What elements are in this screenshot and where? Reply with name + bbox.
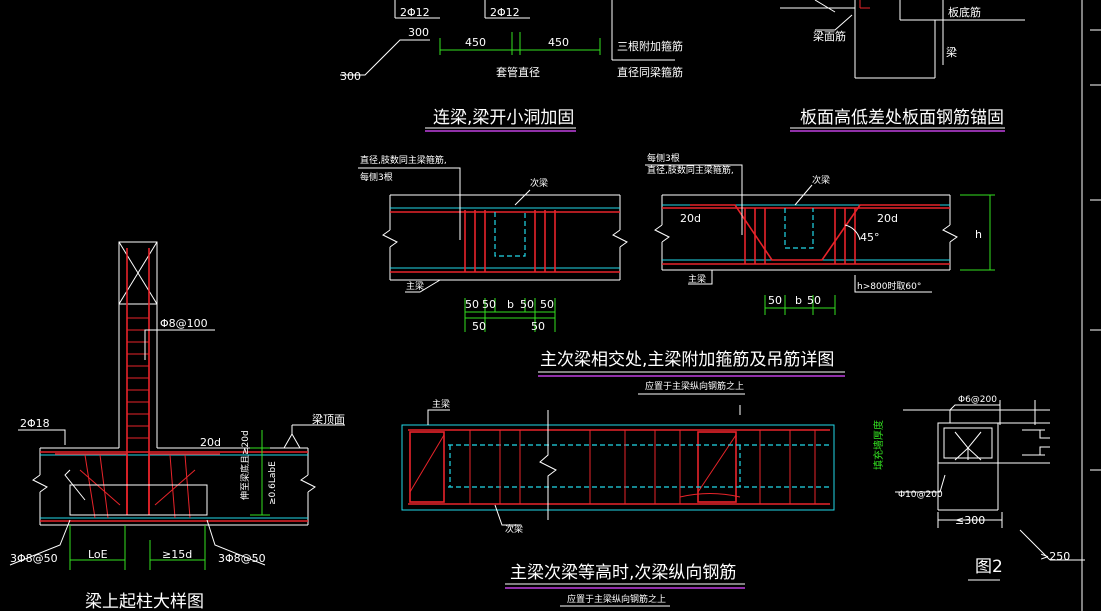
fig2-dim-250: >250: [1040, 550, 1070, 563]
label-slab-bottom: 板底筋: [948, 5, 981, 19]
dim-left-lower-2: 50: [531, 320, 545, 333]
column-bar-label: 2Φ18: [20, 417, 50, 430]
column-stirrup-label: Φ8@100: [160, 317, 208, 330]
fig2-stirrup-top: Φ6@200: [958, 395, 997, 405]
detail-fig2: Φ6@200 填充墙厚度 Φ10@200 ≤300 >250 图2: [872, 395, 1085, 581]
fig2-fill-note: 填充墙厚度: [872, 420, 885, 470]
bar-label-a: 2Φ12: [400, 6, 430, 19]
dim-left-3: 50: [520, 298, 534, 311]
dim-left-1: 50: [465, 298, 479, 311]
angle-45: 45°: [860, 231, 880, 244]
label-secondary-beam-c: 次梁: [505, 523, 523, 535]
dim-left-4: 50: [540, 298, 554, 311]
label-main-beam-b: 主梁: [688, 273, 706, 285]
dim-left-2: 50: [482, 298, 496, 311]
column-vert-note2: ≥0.6LabE: [268, 461, 278, 505]
label-beam-bar: 梁面筋: [813, 29, 846, 43]
title-fig2: 图2: [975, 557, 1003, 577]
anchor-20d-left: 20d: [680, 212, 701, 225]
dim-left-b: b: [507, 298, 514, 311]
detail-intersection-hanger: 45° 20d 20d 每侧3根 直径,肢数同主梁箍筋, 次梁 h 主梁 h>8…: [538, 152, 995, 395]
beam-top-label: 梁顶面: [312, 412, 345, 426]
title-column-on-beam: 梁上起柱大样图: [85, 592, 204, 611]
title-equal-height: 主梁次梁等高时,次梁纵向钢筋: [510, 563, 736, 583]
dim-300-b: 300: [340, 70, 361, 83]
title-intersection: 主次梁相交处,主梁附加箍筋及吊筋详图: [540, 350, 834, 370]
dim-450-b: 450: [548, 36, 569, 49]
column-anchor-20d: 20d: [200, 436, 221, 449]
three-stirrups-note: 三根附加箍筋: [617, 39, 683, 53]
note-h-over-800: h>800时取60°: [857, 280, 921, 292]
subtitle-equal-height: 应置于主梁纵向钢筋之上: [567, 593, 666, 605]
note-three-each-side-b: 每侧3根: [647, 152, 680, 164]
dim-loe: LoE: [88, 548, 108, 561]
detail-slab-step: 板底筋 梁面筋 梁 板面高低差处板面钢筋锚固: [780, 0, 1025, 132]
fig2-dim-300: ≤300: [955, 514, 985, 527]
note-same-as-main-b: 直径,肢数同主梁箍筋,: [647, 164, 734, 176]
note-same-as-main: 直径,肢数同主梁箍筋,: [360, 154, 447, 166]
stirrup-left-label: 3Φ8@50: [10, 552, 58, 565]
dim-15d: ≥15d: [162, 548, 192, 561]
label-secondary-beam-a: 次梁: [530, 177, 548, 189]
detail-beam-hole: 2Φ12 2Φ12 300 300 450 450 套管直径 三根附加箍筋 直径…: [340, 0, 683, 132]
column-vert-note: 伸至梁底且≥20d: [239, 430, 251, 500]
anchor-20d-right: 20d: [877, 212, 898, 225]
bar-label-b: 2Φ12: [490, 6, 520, 19]
title-beam-hole: 连梁,梁开小洞加固: [433, 108, 574, 128]
dim-450-a: 450: [465, 36, 486, 49]
label-main-beam-a: 主梁: [406, 280, 424, 292]
dim-right-1: 50: [768, 294, 782, 307]
dim-h: h: [975, 228, 982, 241]
detail-column-on-beam: Φ8@100 2Φ18 20d 梁顶面 伸至梁底且≥20d: [9, 241, 345, 611]
dim-right-b: b: [795, 294, 802, 307]
label-main-beam-c: 主梁: [432, 398, 450, 410]
fig2-stirrup-bottom: Φ10@200: [898, 490, 943, 500]
same-dia-note: 直径同梁箍筋: [617, 65, 683, 79]
dim-300-a: 300: [408, 26, 429, 39]
detail-equal-height: 主梁 次梁 主梁次梁等高时,次梁纵向钢筋 应置于主梁纵向钢筋之上: [401, 398, 835, 607]
label-beam: 梁: [946, 45, 957, 59]
dim-left-lower-1: 50: [472, 320, 486, 333]
label-secondary-beam-b: 次梁: [812, 174, 830, 186]
drawing-frame-right: [1081, 0, 1101, 611]
sleeve-diameter: 套管直径: [496, 65, 540, 79]
note-three-each-side: 每侧3根: [360, 171, 393, 183]
dim-right-2: 50: [807, 294, 821, 307]
title-slab-step: 板面高低差处板面钢筋锚固: [800, 108, 1004, 128]
detail-intersection-stirrups: 直径,肢数同主梁箍筋, 每侧3根 次梁 主梁 50 50 b 50 50 50 …: [358, 154, 628, 333]
subtitle-intersection: 应置于主梁纵向钢筋之上: [645, 380, 744, 392]
stirrup-right-label: 3Φ8@50: [218, 552, 266, 565]
